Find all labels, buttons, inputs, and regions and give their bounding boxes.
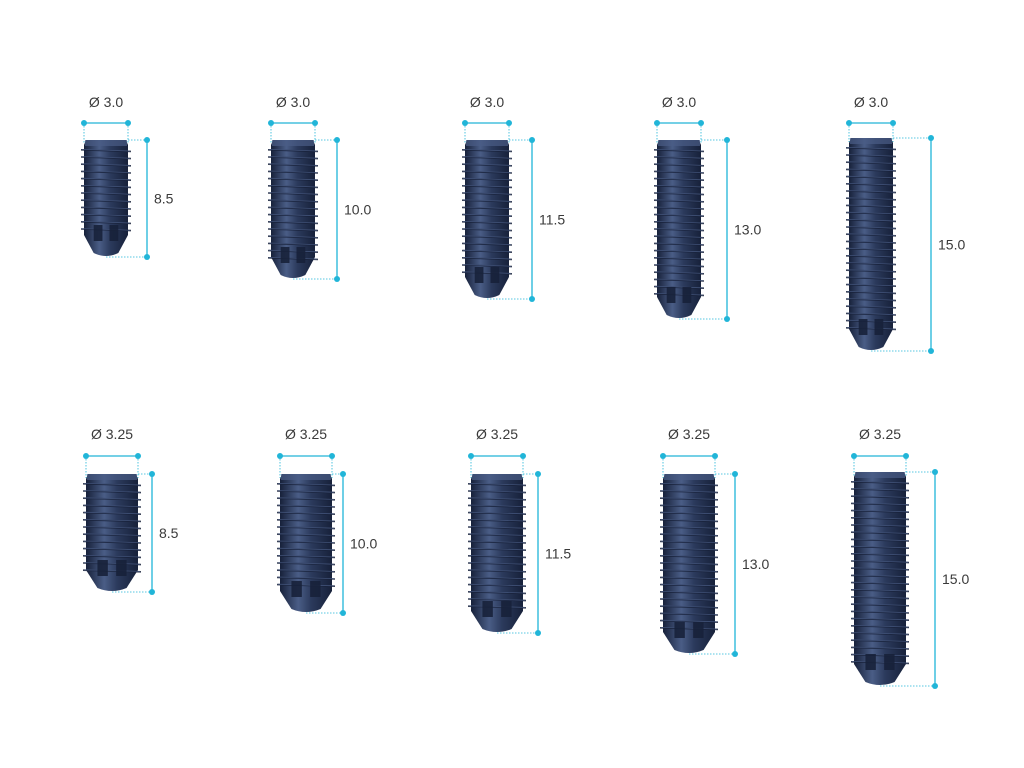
- length-dimension: 10.0: [306, 471, 377, 616]
- implant-4: Ø 3.25 13.0: [660, 426, 769, 657]
- implant-3: Ø 3.0 11.5: [462, 94, 565, 302]
- length-dimension: 8.5: [106, 137, 174, 260]
- diameter-dimension: Ø 3.25: [660, 426, 718, 478]
- implant-body: [468, 474, 526, 632]
- implant-body: [851, 472, 909, 685]
- implant-5: Ø 3.25 15.0: [851, 426, 969, 689]
- diameter-dimension: Ø 3.25: [468, 426, 526, 478]
- diameter-label: Ø 3.0: [276, 94, 310, 110]
- diameter-label: Ø 3.25: [91, 426, 133, 442]
- implant-3: Ø 3.25 11.5: [468, 426, 571, 636]
- implant-body: [277, 474, 335, 612]
- implant-2: Ø 3.25 10.0: [277, 426, 377, 616]
- implant-body: [462, 140, 512, 298]
- length-dimension: 11.5: [497, 471, 571, 636]
- length-label: 10.0: [344, 202, 371, 218]
- diameter-label: Ø 3.0: [662, 94, 696, 110]
- length-dimension: 11.5: [487, 137, 565, 302]
- implant-4: Ø 3.0 13.0: [654, 94, 761, 322]
- length-label: 15.0: [942, 571, 969, 587]
- implant-body: [268, 140, 318, 278]
- diameter-dimension: Ø 3.25: [277, 426, 335, 478]
- implant-1: Ø 3.25 8.5: [83, 426, 179, 595]
- diameter-3-0-row: Ø 3.08.5Ø 3.010.0Ø 3.011.5Ø 3.013.0Ø 3.0…: [81, 94, 965, 354]
- diameter-label: Ø 3.25: [859, 426, 901, 442]
- diameter-label: Ø 3.25: [285, 426, 327, 442]
- implant-body: [660, 474, 718, 653]
- diameter-dimension: Ø 3.0: [846, 94, 896, 142]
- length-label: 13.0: [734, 222, 761, 238]
- length-label: 8.5: [154, 191, 174, 207]
- diameter-label: Ø 3.25: [668, 426, 710, 442]
- implant-5: Ø 3.0 15.0: [846, 94, 965, 354]
- length-dimension: 13.0: [689, 471, 769, 657]
- length-dimension: 15.0: [871, 135, 965, 354]
- implant-1: Ø 3.0 8.5: [81, 94, 174, 260]
- diameter-dimension: Ø 3.25: [851, 426, 909, 476]
- length-dimension: 8.5: [112, 471, 179, 595]
- length-dimension: 13.0: [679, 137, 761, 322]
- implant-2: Ø 3.0 10.0: [268, 94, 371, 282]
- diameter-dimension: Ø 3.0: [268, 94, 318, 144]
- length-label: 11.5: [539, 212, 565, 228]
- length-dimension: 10.0: [293, 137, 371, 282]
- diameter-dimension: Ø 3.25: [83, 426, 141, 478]
- length-dimension: 15.0: [880, 469, 969, 689]
- diameter-dimension: Ø 3.0: [462, 94, 512, 144]
- diameter-label: Ø 3.0: [89, 94, 123, 110]
- diameter-dimension: Ø 3.0: [81, 94, 131, 144]
- diameter-label: Ø 3.0: [854, 94, 888, 110]
- implant-body: [846, 138, 896, 350]
- implant-body: [654, 140, 704, 318]
- diameter-dimension: Ø 3.0: [654, 94, 704, 144]
- length-label: 8.5: [159, 525, 179, 541]
- implant-body: [83, 474, 141, 591]
- length-label: 10.0: [350, 536, 377, 552]
- diameter-label: Ø 3.25: [476, 426, 518, 442]
- implant-body: [81, 140, 131, 256]
- length-label: 11.5: [545, 546, 571, 562]
- diameter-label: Ø 3.0: [470, 94, 504, 110]
- length-label: 13.0: [742, 556, 769, 572]
- length-label: 15.0: [938, 237, 965, 253]
